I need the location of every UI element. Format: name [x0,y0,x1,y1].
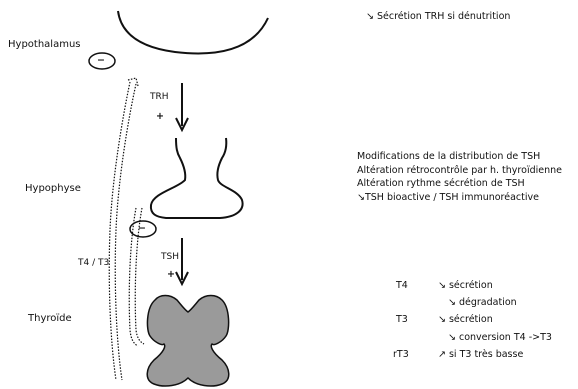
minus-hypothalamus: − [97,56,105,66]
hypophyse-shape [151,138,243,218]
plus-tsh: + [167,270,175,280]
minus-hypophyse: − [138,224,146,234]
hormone-effect: ↘ sécrétion [438,315,493,325]
label-thyroide: Thyroïde [28,314,72,324]
tsh-note: ↘TSH bioactive / TSH immunoréactive [357,193,562,203]
hypothalamus-shape [118,11,268,54]
hormone-effect: ↗ si T3 très basse [438,350,523,360]
feedback-band-long [109,82,130,380]
tsh-notes: Modifications de la distribution de TSH … [357,152,562,202]
note-trh: ↘ Sécrétion TRH si dénutrition [366,12,510,22]
label-trh: TRH [150,93,169,102]
label-hypothalamus: Hypothalamus [8,40,81,50]
hormone-name: T4 [396,281,408,291]
hormone-effect: ↘ conversion T4 ->T3 [448,333,552,343]
tsh-note: Altération rétrocontrôle par h. thyroïdi… [357,166,562,176]
hormone-name: rT3 [393,350,409,360]
label-hypophyse: Hypophyse [25,184,81,194]
label-tsh: TSH [161,253,179,262]
tsh-note: Altération rythme sécrétion de TSH [357,179,562,189]
hormone-name: T3 [396,315,408,325]
hormone-effect: ↘ sécrétion [438,281,493,291]
plus-trh: + [156,112,164,122]
hormone-effect: ↘ dégradation [448,298,517,308]
tsh-note: Modifications de la distribution de TSH [357,152,562,162]
thyroid-shape [147,296,229,387]
label-t4-t3: T4 / T3 [78,259,109,268]
